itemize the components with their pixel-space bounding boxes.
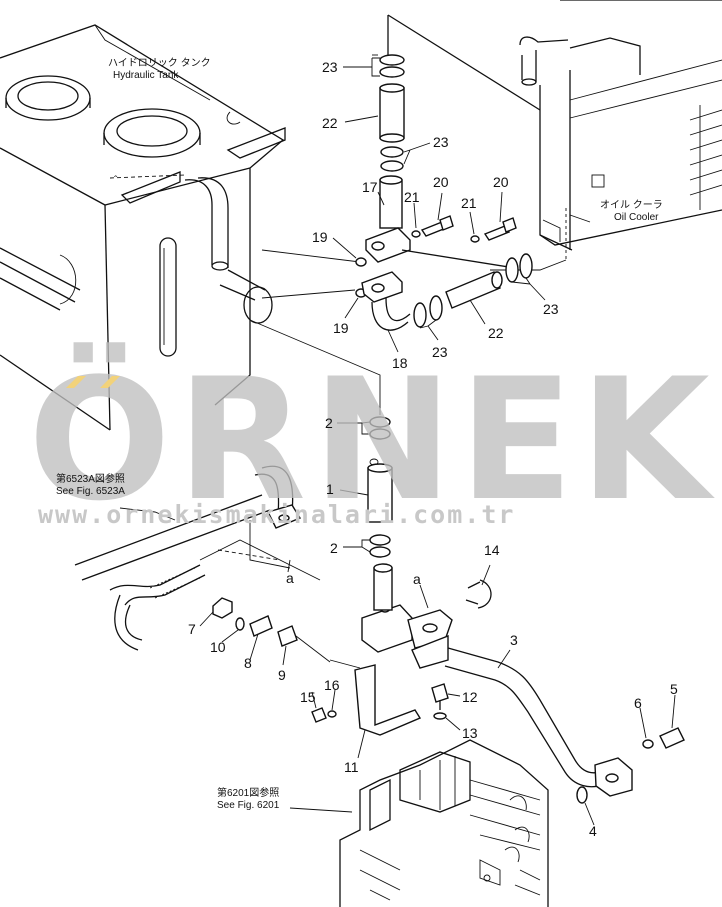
callout-18: 18 <box>392 355 408 371</box>
callout-16: 16 <box>324 677 340 693</box>
callout-21: 21 <box>404 189 420 205</box>
connector-a-label: a <box>286 570 294 586</box>
callout-22: 22 <box>488 325 504 341</box>
ref-6523a-label-jp: 第6523A図参照 <box>56 472 125 485</box>
part-callouts: 23 22 23 17 21 20 21 20 19 19 18 23 22 2… <box>188 59 678 839</box>
callout-19: 19 <box>333 320 349 336</box>
callout-23: 23 <box>543 301 559 317</box>
callout-5: 5 <box>670 681 678 697</box>
callout-1: 1 <box>326 481 334 497</box>
oil-cooler-label: Oil Cooler <box>614 212 659 223</box>
ref-6201-label: See Fig. 6201 <box>217 800 280 811</box>
watermark-brand: ÖRNEK <box>28 342 716 538</box>
middle-piping <box>74 416 393 581</box>
text-labels: ハイドロリック タンク Hydraulic Tank オイル クーラ Oil C… <box>56 57 663 811</box>
clamp-23-top-a <box>379 54 405 66</box>
hydraulic-tank-label: Hydraulic Tank <box>113 70 179 81</box>
callout-2: 2 <box>325 415 333 431</box>
control-valve <box>339 739 549 907</box>
watermark-url: www.ornekismakinalari.com.tr <box>38 500 515 529</box>
callout-8: 8 <box>244 655 252 671</box>
callout-23: 23 <box>433 134 449 150</box>
callout-23: 23 <box>432 344 448 360</box>
oring-10 <box>235 617 245 631</box>
ref-6523a-label: See Fig. 6523A <box>56 486 125 497</box>
callout-23: 23 <box>322 59 338 75</box>
callout-22: 22 <box>322 115 338 131</box>
upper-piping <box>355 54 533 331</box>
callout-20: 20 <box>433 174 449 190</box>
elbow-9 <box>277 625 298 647</box>
watermark: ÖRNEK www.ornekismakinalari.com.tr <box>28 342 716 538</box>
callout-15: 15 <box>300 689 316 705</box>
fitting-8 <box>249 615 273 637</box>
hose-22-right <box>445 271 501 309</box>
oil-cooler-label-jp: オイル クーラ <box>600 199 663 211</box>
callout-19: 19 <box>312 229 328 245</box>
lower-piping <box>109 539 685 804</box>
callout-3: 3 <box>510 632 518 648</box>
callout-11: 11 <box>344 759 359 775</box>
hose-22-top <box>379 87 405 139</box>
callout-6: 6 <box>634 695 642 711</box>
callout-20: 20 <box>493 174 509 190</box>
callout-13: 13 <box>462 725 478 741</box>
callout-2: 2 <box>330 540 338 556</box>
svg-text:ˆ: ˆ <box>114 174 118 186</box>
callout-17: 17 <box>362 179 378 195</box>
ref-6201-label-jp: 第6201図参照 <box>217 786 279 799</box>
callout-9: 9 <box>278 667 286 683</box>
clamp-23-top-b <box>379 66 405 78</box>
callout-10: 10 <box>210 639 226 655</box>
callout-4: 4 <box>589 823 597 839</box>
watermark-accent-right <box>100 376 120 388</box>
hydraulic-tank: ˆ <box>0 24 381 431</box>
callout-14: 14 <box>484 542 500 558</box>
watermark-accent-left <box>66 376 86 388</box>
hydraulic-tank-label-jp: ハイドロリック タンク <box>108 57 211 69</box>
callout-12: 12 <box>462 689 478 705</box>
leader-lines <box>119 57 676 826</box>
callout-21: 21 <box>461 195 477 211</box>
connector-a-label: a <box>413 571 421 587</box>
oil-cooler <box>387 0 722 271</box>
nut-7 <box>212 597 233 619</box>
callout-7: 7 <box>188 621 196 637</box>
